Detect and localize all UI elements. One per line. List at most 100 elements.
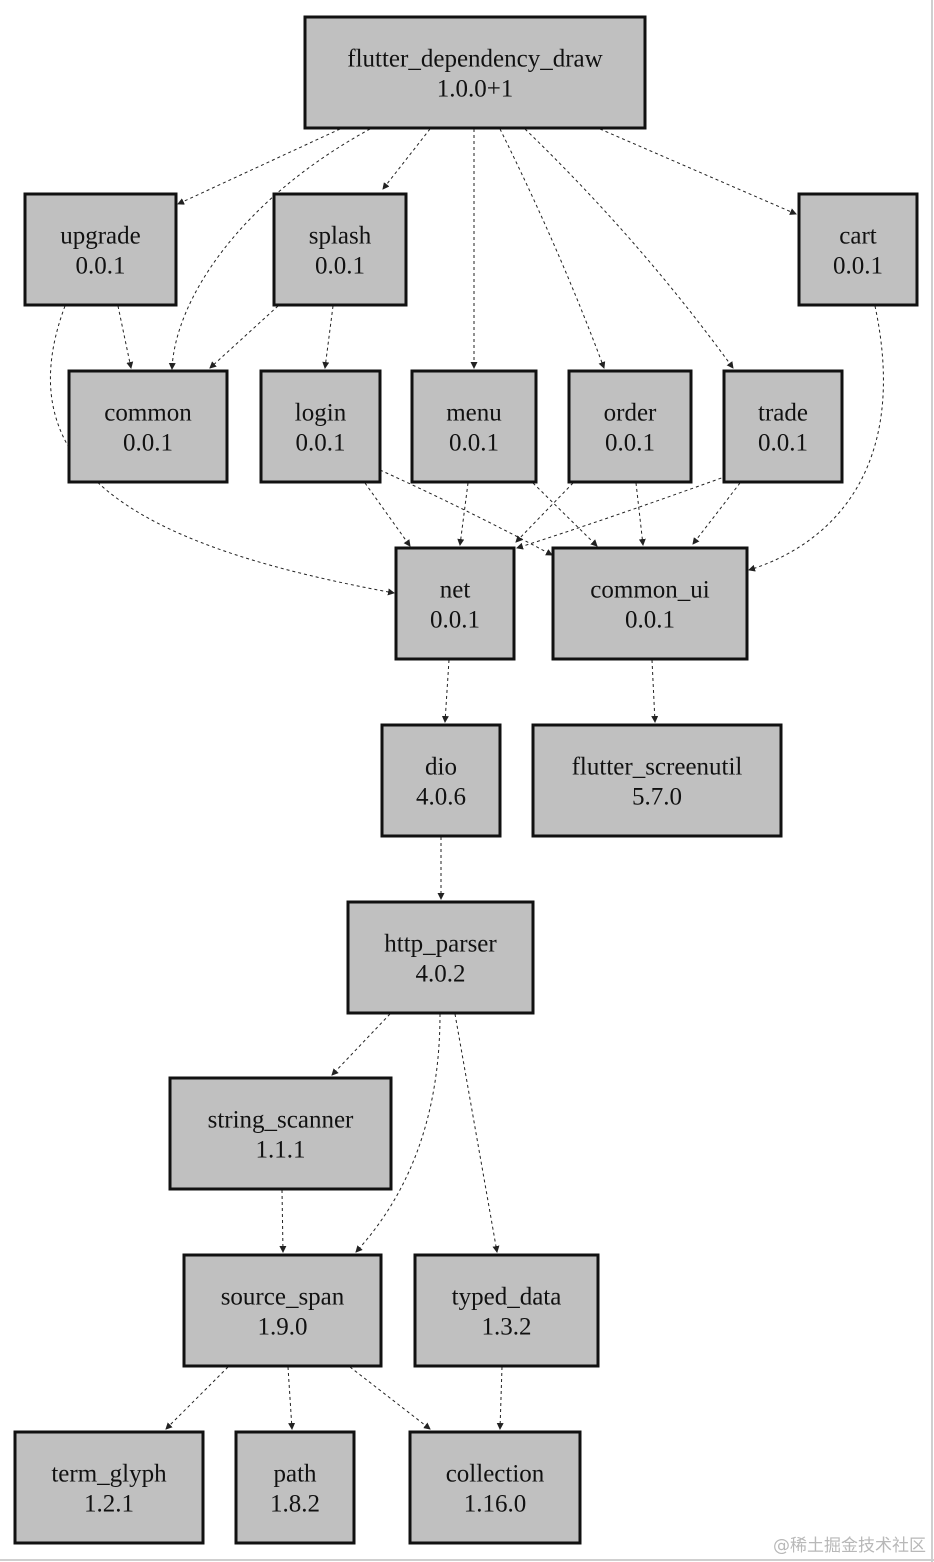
node-splash: splash 0.0.1 bbox=[272, 192, 408, 307]
node-source_span: source_span 1.9.0 bbox=[182, 1253, 383, 1368]
edge-net-to-dio bbox=[441, 659, 450, 723]
node-string_scanner: string_scanner 1.1.1 bbox=[168, 1076, 393, 1191]
node-name: term_glyph bbox=[51, 1461, 167, 1488]
edge-source_span-to-term_glyph bbox=[165, 1366, 229, 1430]
edge-source_span-to-path bbox=[287, 1366, 296, 1430]
node-box bbox=[797, 192, 919, 307]
node-version: 4.0.2 bbox=[416, 961, 466, 988]
node-version: 1.16.0 bbox=[464, 1491, 527, 1518]
edge-http_parser-to-typed_data bbox=[454, 1013, 500, 1253]
node-version: 0.0.1 bbox=[758, 430, 808, 457]
node-box bbox=[67, 369, 229, 484]
edge-trade-to-net bbox=[516, 475, 728, 550]
node-box bbox=[413, 1253, 600, 1368]
node-flutter_screenutil: flutter_screenutil 5.7.0 bbox=[531, 723, 783, 838]
edge-splash-to-login bbox=[322, 305, 334, 369]
edge-flutter_dependency_draw-to-trade bbox=[524, 128, 734, 369]
node-box bbox=[182, 1253, 383, 1368]
node-box bbox=[272, 192, 408, 307]
edge-http_parser-to-string_scanner bbox=[331, 1013, 391, 1076]
node-name: string_scanner bbox=[208, 1107, 354, 1134]
node-version: 0.0.1 bbox=[605, 430, 655, 457]
node-version: 1.3.2 bbox=[482, 1314, 532, 1341]
edge-order-to-common_ui bbox=[635, 482, 646, 546]
node-name: order bbox=[604, 400, 657, 427]
node-name: cart bbox=[839, 223, 877, 250]
node-version: 0.0.1 bbox=[430, 607, 480, 634]
node-typed_data: typed_data 1.3.2 bbox=[413, 1253, 600, 1368]
node-box bbox=[259, 369, 382, 484]
node-version: 0.0.1 bbox=[833, 253, 883, 280]
node-term_glyph: term_glyph 1.2.1 bbox=[13, 1430, 205, 1545]
node-name: splash bbox=[309, 223, 372, 250]
watermark: @稀土掘金技术社区 bbox=[773, 1536, 926, 1556]
node-name: source_span bbox=[221, 1284, 345, 1311]
edge-cart-to-common_ui bbox=[748, 305, 884, 572]
node-order: order 0.0.1 bbox=[567, 369, 693, 484]
node-version: 0.0.1 bbox=[123, 430, 173, 457]
node-box bbox=[168, 1076, 393, 1191]
node-box bbox=[234, 1430, 356, 1545]
node-box bbox=[408, 1430, 582, 1545]
node-name: dio bbox=[425, 754, 457, 781]
node-version: 4.0.6 bbox=[416, 784, 466, 811]
node-trade: trade 0.0.1 bbox=[722, 369, 844, 484]
node-version: 0.0.1 bbox=[296, 430, 346, 457]
node-box bbox=[394, 546, 516, 661]
node-http_parser: http_parser 4.0.2 bbox=[346, 900, 535, 1015]
edge-login-to-common_ui bbox=[379, 469, 553, 556]
edge-splash-to-common bbox=[209, 305, 279, 369]
node-box bbox=[303, 15, 647, 130]
node-net: net 0.0.1 bbox=[394, 546, 516, 661]
node-version: 1.2.1 bbox=[84, 1491, 134, 1518]
node-version: 0.0.1 bbox=[315, 253, 365, 280]
node-version: 1.8.2 bbox=[270, 1491, 320, 1518]
edge-source_span-to-collection bbox=[349, 1366, 431, 1430]
node-flutter_dependency_draw: flutter_dependency_draw 1.0.0+1 bbox=[303, 15, 647, 130]
node-name: flutter_dependency_draw bbox=[347, 46, 602, 73]
edge-upgrade-to-net bbox=[49, 305, 395, 596]
node-common_ui: common_ui 0.0.1 bbox=[551, 546, 749, 661]
edge-menu-to-net bbox=[457, 482, 469, 546]
node-name: flutter_screenutil bbox=[572, 754, 743, 781]
node-name: path bbox=[273, 1461, 317, 1488]
node-version: 0.0.1 bbox=[449, 430, 499, 457]
node-menu: menu 0.0.1 bbox=[410, 369, 538, 484]
edge-flutter_dependency_draw-to-splash bbox=[382, 128, 431, 190]
node-collection: collection 1.16.0 bbox=[408, 1430, 582, 1545]
node-name: menu bbox=[446, 400, 502, 427]
node-version: 5.7.0 bbox=[632, 784, 682, 811]
node-name: login bbox=[295, 400, 347, 427]
node-version: 1.1.1 bbox=[256, 1137, 306, 1164]
node-box bbox=[722, 369, 844, 484]
edge-flutter_dependency_draw-to-common bbox=[168, 128, 371, 370]
node-box bbox=[380, 723, 502, 838]
edge-http_parser-to-source_span bbox=[355, 1013, 441, 1253]
node-version: 1.0.0+1 bbox=[437, 76, 514, 103]
edge-upgrade-to-common bbox=[117, 305, 134, 369]
node-name: net bbox=[440, 577, 471, 604]
node-name: trade bbox=[758, 400, 808, 427]
edge-login-to-net bbox=[364, 482, 411, 547]
edge-order-to-net bbox=[515, 482, 574, 543]
edges-layer bbox=[49, 128, 884, 1430]
node-path: path 1.8.2 bbox=[234, 1430, 356, 1545]
nodes-layer: flutter_dependency_draw1.0.0+1upgrade0.0… bbox=[13, 15, 919, 1545]
node-name: typed_data bbox=[452, 1284, 562, 1311]
edge-string_scanner-to-source_span bbox=[279, 1189, 287, 1253]
node-box bbox=[23, 192, 178, 307]
node-box bbox=[551, 546, 749, 661]
node-dio: dio 4.0.6 bbox=[380, 723, 502, 838]
node-name: http_parser bbox=[384, 931, 497, 958]
edge-trade-to-common_ui bbox=[692, 482, 741, 545]
node-name: collection bbox=[446, 1461, 545, 1488]
node-version: 0.0.1 bbox=[625, 607, 675, 634]
node-login: login 0.0.1 bbox=[259, 369, 382, 484]
node-cart: cart 0.0.1 bbox=[797, 192, 919, 307]
edge-menu-to-common_ui bbox=[532, 482, 598, 547]
node-version: 1.9.0 bbox=[258, 1314, 308, 1341]
edge-flutter_dependency_draw-to-cart bbox=[599, 128, 797, 215]
edge-flutter_dependency_draw-to-order bbox=[499, 128, 606, 369]
node-box bbox=[346, 900, 535, 1015]
node-name: common_ui bbox=[590, 577, 709, 604]
